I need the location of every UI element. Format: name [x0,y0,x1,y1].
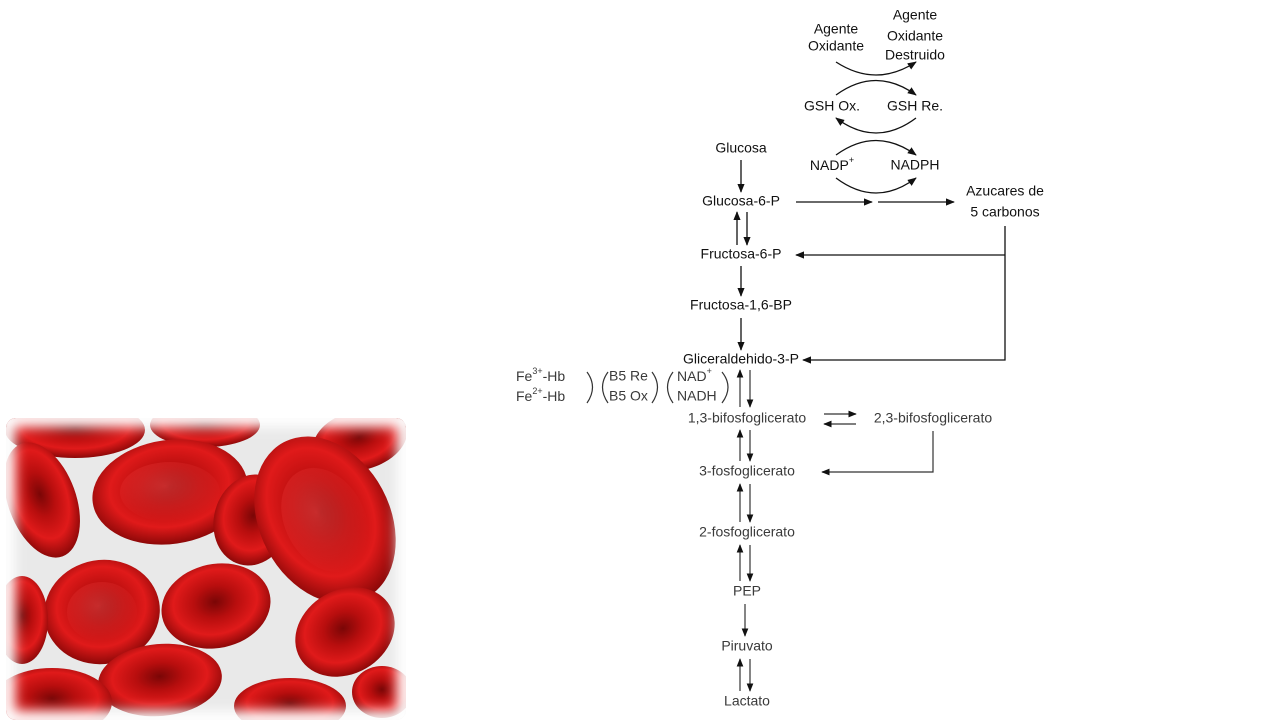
arrow-bpg23-pg3 [821,431,934,476]
oxidant-label-1: Agente [814,21,859,37]
nadh-label: NADH [677,388,717,404]
glycolysis-pathway: Glucosa Glucosa-6-P Fructosa-6-P Fructos… [682,138,1006,710]
nadph-label: NADPH [890,157,939,173]
fructosa-6-p-label: Fructosa-6-P [701,246,782,262]
oxidant-reaction-arrow [835,61,917,76]
oxidant-destroyed-label-2: Oxidante [887,28,943,44]
red-blood-cells-image [6,418,406,720]
arrow-sugars-g3p [802,226,1006,364]
sugars-label-2: 5 carbonos [970,204,1039,220]
bpg-23-label: 2,3-bifosfoglicerato [874,410,993,426]
coupling-bracket-3 [721,371,729,404]
glutathione-cycle: Agente Oxidante Agente Oxidante Destruid… [802,5,1045,221]
nadph-oxidation-arrow [835,139,917,156]
fe2-hb-label: Fe2+-Hb [516,386,565,403]
lactato-label: Lactato [724,693,770,709]
b5-ox-label: B5 Ox [609,388,648,404]
coupling-bracket-2a [651,371,659,404]
methemoglobin-reduction: Fe3+-Hb Fe2+-Hb B5 Re B5 Ox NAD+ NADH [515,365,729,405]
oxidant-destroyed-label-1: Agente [893,7,938,23]
glucosa-6-p-label: Glucosa-6-P [702,193,780,209]
sugars-label-1: Azucares de [966,183,1044,199]
nad-label: NAD+ [677,366,712,383]
coupling-bracket-1b [601,371,609,404]
pep-label: PEP [733,583,761,599]
coupling-bracket-2b [666,371,674,404]
oxidant-label-2: Oxidante [808,38,864,54]
pg-2-label: 2-fosfoglicerato [699,524,795,540]
gsh-re-label: GSH Re. [887,98,943,114]
oxidant-destroyed-label-3: Destruido [885,47,945,63]
gsh-ox-label: GSH Ox. [804,98,860,114]
nadp-label: NADP+ [810,155,854,172]
nadp-reduction-arrow [835,177,917,194]
gliceraldehido-3-p-label: Gliceraldehido-3-P [683,351,799,367]
b5-re-label: B5 Re [609,368,648,384]
fructosa-1-6-bp-label: Fructosa-1,6-BP [690,297,792,313]
gsh-oxidation-arrow [835,79,917,96]
piruvato-label: Piruvato [721,638,773,654]
gsh-reduction-arrow [835,117,917,134]
glucosa-label: Glucosa [715,140,767,156]
coupling-bracket-1a [586,371,594,404]
pg-3-label: 3-fosfoglicerato [699,463,795,479]
bpg-13-label: 1,3-bifosfoglicerato [688,410,807,426]
fe3-hb-label: Fe3+-Hb [516,366,565,383]
